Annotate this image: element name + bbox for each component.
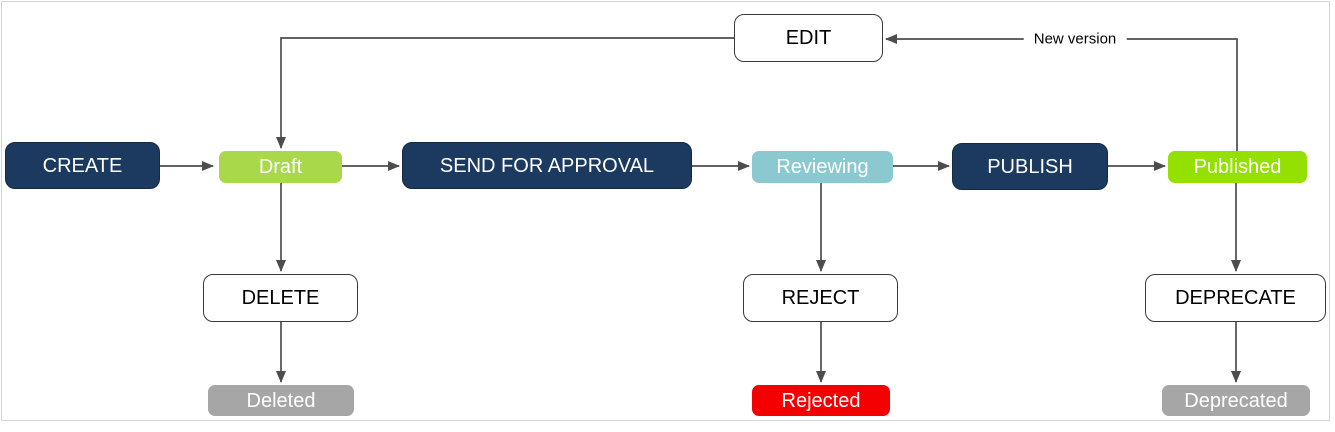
node-delete: DELETE — [203, 274, 358, 322]
node-reviewing: Reviewing — [752, 151, 893, 183]
node-create: CREATE — [5, 142, 160, 189]
edge-published-edit — [885, 34, 1238, 151]
node-send-for-approval: SEND FOR APPROVAL — [402, 142, 692, 189]
edge-label-new-version: New version — [1023, 28, 1127, 50]
node-rejected: Rejected — [752, 385, 890, 416]
node-deprecated: Deprecated — [1162, 385, 1310, 416]
node-deleted: Deleted — [208, 385, 354, 416]
node-reject: REJECT — [743, 274, 898, 322]
node-publish: PUBLISH — [952, 143, 1108, 190]
node-deprecate: DEPRECATE — [1145, 274, 1326, 322]
node-edit: EDIT — [734, 14, 883, 62]
edge-edit-draft — [276, 37, 734, 149]
node-draft: Draft — [219, 151, 342, 183]
node-published: Published — [1168, 151, 1307, 183]
